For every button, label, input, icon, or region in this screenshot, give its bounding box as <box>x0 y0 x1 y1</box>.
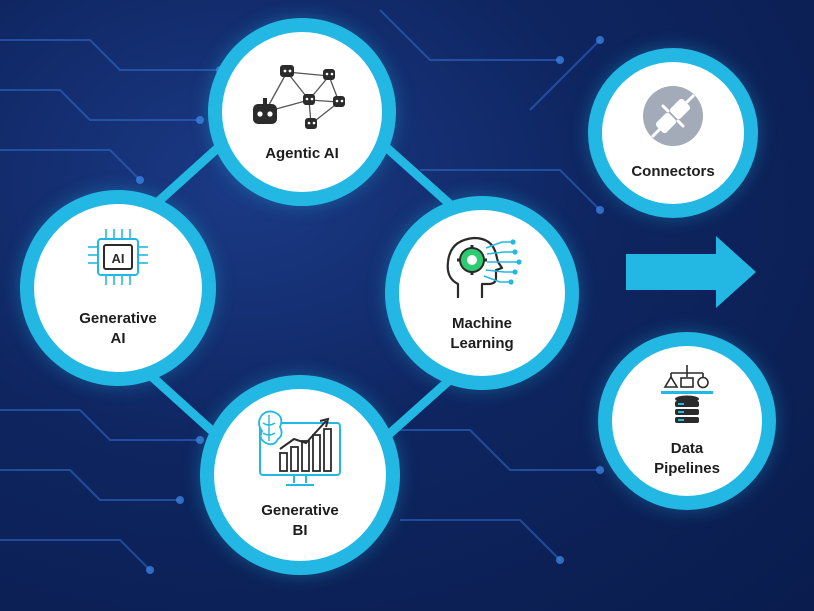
node-agentic-ai: Agentic AI <box>208 18 396 206</box>
node-machine-learning-inner: Machine Learning <box>399 210 565 376</box>
node-generative-bi-label: Generative BI <box>261 502 339 539</box>
brain-gear-head-icon <box>446 236 522 298</box>
data-pipeline-icon <box>661 365 713 423</box>
plug-connector-icon <box>643 86 703 146</box>
agent-network-icon <box>253 65 345 129</box>
node-connectors: Connectors <box>588 48 758 218</box>
node-agentic-ai-inner: Agentic AI <box>222 32 382 192</box>
arrow-right-icon <box>626 236 756 308</box>
node-generative-bi-inner: Generative BI <box>214 389 386 561</box>
node-connectors-inner: Connectors <box>602 62 744 204</box>
node-generative-ai-inner: AI Generative AI <box>34 204 202 372</box>
node-agentic-ai-label: Agentic AI <box>265 145 339 162</box>
ai-chip-icon: AI <box>88 229 148 285</box>
ai-chip-text: AI <box>112 251 125 266</box>
node-generative-bi: Generative BI <box>200 375 400 575</box>
node-generative-ai-label: Generative AI <box>79 310 157 347</box>
node-connectors-label: Connectors <box>631 163 715 180</box>
analytics-monitor-icon <box>258 410 341 486</box>
node-generative-ai: AI Generative AI <box>20 190 216 386</box>
node-machine-learning: Machine Learning <box>385 196 579 390</box>
node-data-pipelines: Data Pipelines <box>598 332 776 510</box>
node-machine-learning-label: Machine Learning <box>450 315 514 352</box>
node-data-pipelines-inner: Data Pipelines <box>612 346 762 496</box>
node-data-pipelines-label: Data Pipelines <box>654 440 720 477</box>
